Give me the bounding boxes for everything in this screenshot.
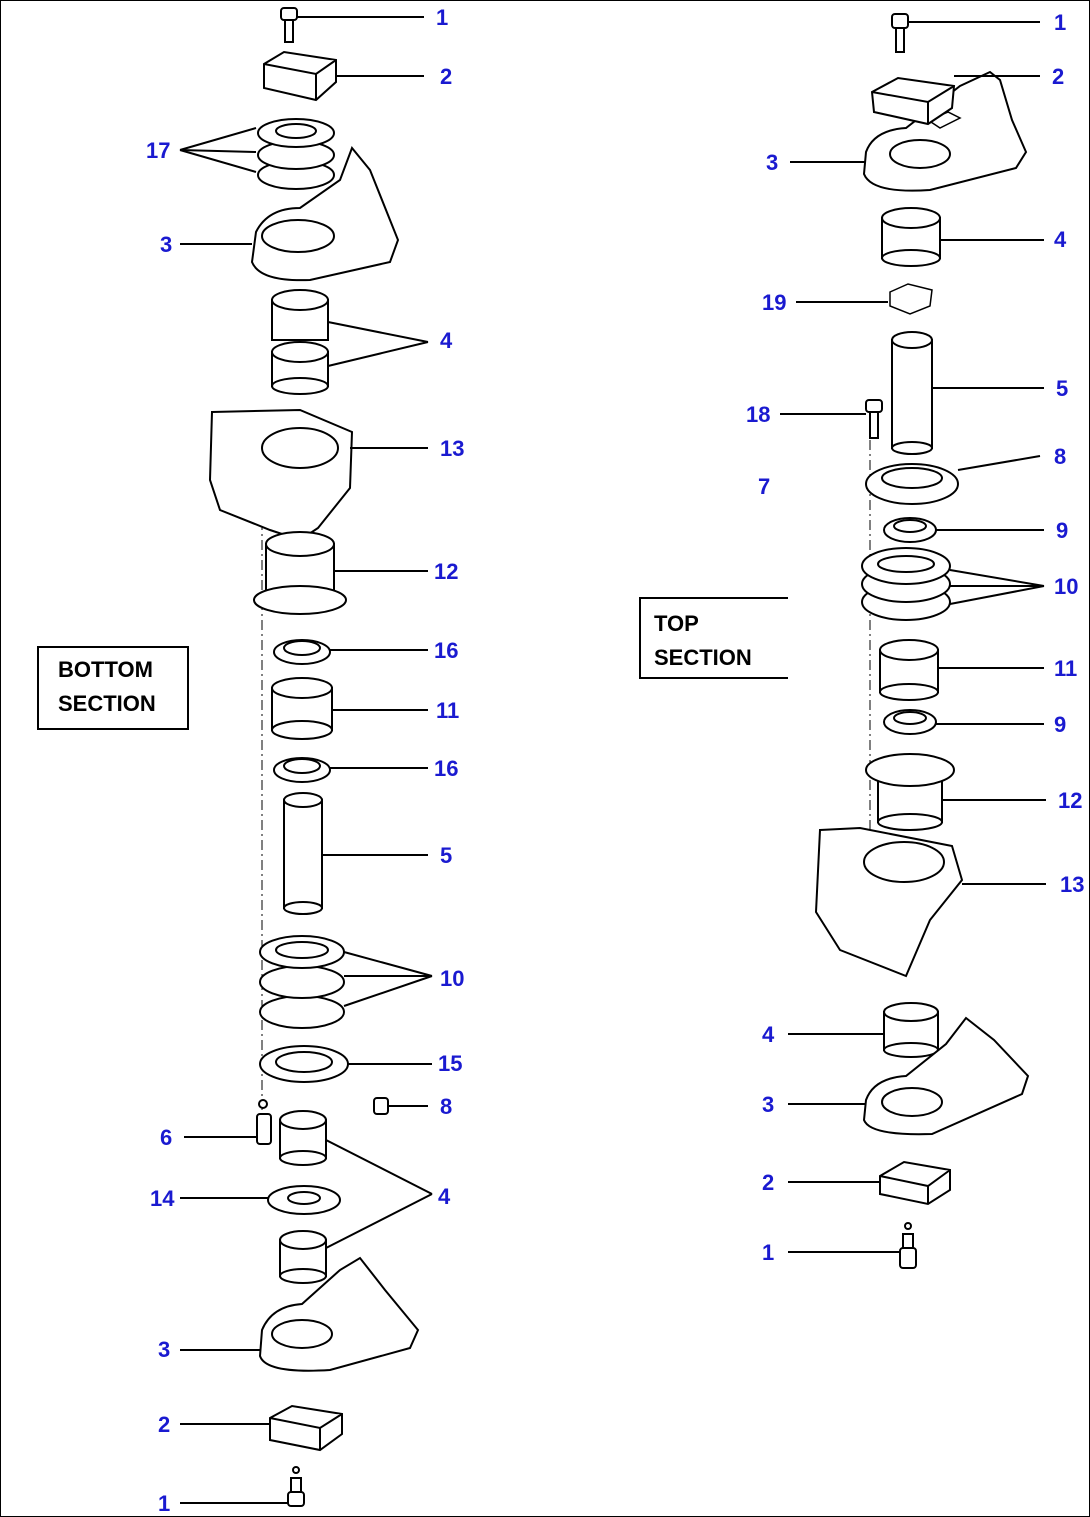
callout-right-4: 4	[1054, 227, 1067, 252]
right-pin	[891, 331, 933, 455]
callout-left-9: 11	[436, 698, 459, 723]
bottom-section-line-2: SECTION	[58, 691, 156, 716]
left-callouts: 1 2 17 3 4 13 12 16 11 16 5 10 15 8 6 14…	[146, 5, 464, 1516]
callout-left-15: 6	[160, 1125, 172, 1150]
left-flanged-bushing	[253, 531, 347, 615]
right-side-bolt	[865, 399, 883, 439]
callout-right-16: 4	[762, 1022, 775, 1047]
left-housing	[208, 408, 354, 542]
callout-right-10: 9	[1056, 518, 1068, 543]
left-bottom-plate	[269, 1404, 343, 1452]
left-lower-shims	[259, 935, 345, 1029]
right-shims	[861, 547, 951, 621]
right-callouts: 1 2 3 4 19 5 18 8 7 9 10 11 9 12 13 4 3 …	[746, 10, 1084, 1265]
left-top-bolt	[280, 7, 298, 43]
callout-right-13: 9	[1054, 712, 1066, 737]
left-retainer	[259, 1045, 349, 1083]
callout-right-19: 1	[762, 1240, 774, 1265]
right-top-bolt	[891, 13, 909, 53]
left-seal-upper	[273, 639, 331, 665]
right-upper-bushing	[881, 207, 941, 267]
callout-right-15: 13	[1060, 872, 1084, 897]
left-washer	[267, 1185, 341, 1215]
top-section-line-2: SECTION	[654, 645, 752, 670]
callout-left-19: 2	[158, 1412, 170, 1437]
callout-left-5: 4	[440, 328, 453, 353]
bottom-section-label: BOTTOM SECTION	[37, 646, 189, 730]
left-upper-bushings	[271, 289, 329, 395]
callout-right-7: 18	[746, 402, 770, 427]
right-bottom-arm	[862, 1016, 1030, 1136]
callout-left-7: 12	[434, 559, 458, 584]
callout-right-9: 7	[758, 474, 770, 499]
callout-left-16: 14	[150, 1186, 175, 1211]
left-leaders	[179, 16, 433, 1504]
right-seal-upper	[883, 517, 937, 543]
callout-right-3: 3	[766, 150, 778, 175]
right-top-plate	[870, 76, 956, 126]
left-shims	[257, 118, 335, 190]
left-top-arm	[250, 146, 400, 282]
callout-right-12: 11	[1054, 656, 1077, 681]
callout-left-10: 16	[434, 756, 458, 781]
left-bearing	[271, 677, 333, 740]
left-top-plate	[263, 50, 337, 102]
left-small-bolt	[256, 1099, 272, 1145]
right-top-arm	[862, 70, 1028, 192]
callout-right-5: 19	[762, 290, 786, 315]
right-bottom-bolt	[899, 1222, 917, 1269]
left-middle-bushing	[279, 1110, 327, 1166]
callout-left-4: 3	[160, 232, 172, 257]
left-seal-lower	[273, 757, 331, 783]
left-grease-fitting	[373, 1097, 389, 1115]
callout-right-14: 12	[1058, 788, 1082, 813]
right-retainer	[865, 463, 959, 505]
left-pin	[283, 792, 323, 915]
right-flanged-bushing	[865, 753, 955, 831]
left-bottom-bolt	[287, 1466, 305, 1507]
callout-right-18: 2	[762, 1170, 774, 1195]
callout-left-17: 4	[438, 1184, 451, 1209]
left-lower-bushing	[279, 1230, 327, 1284]
callout-right-1: 1	[1054, 10, 1066, 35]
callout-right-2: 2	[1052, 64, 1064, 89]
callout-left-18: 3	[158, 1337, 170, 1362]
callout-right-8: 8	[1054, 444, 1066, 469]
callout-left-14: 8	[440, 1094, 452, 1119]
callout-left-6: 13	[440, 436, 464, 461]
right-housing	[814, 826, 964, 978]
right-small-plate	[889, 283, 933, 315]
callout-right-11: 10	[1054, 574, 1078, 599]
callout-left-2: 2	[440, 64, 452, 89]
callout-left-20: 1	[158, 1491, 170, 1516]
right-leaders	[780, 21, 1046, 1253]
callout-left-13: 15	[438, 1051, 462, 1076]
callout-left-12: 10	[440, 966, 464, 991]
left-bottom-arm	[258, 1256, 420, 1372]
bottom-section-line-1: BOTTOM	[58, 657, 153, 682]
top-section-label: TOP SECTION	[639, 597, 788, 679]
callout-left-8: 16	[434, 638, 458, 663]
right-bearing	[879, 639, 939, 701]
right-bottom-plate	[879, 1160, 951, 1206]
callout-left-11: 5	[440, 843, 452, 868]
callout-left-1: 1	[436, 5, 448, 30]
callout-right-6: 5	[1056, 376, 1068, 401]
callout-left-3: 17	[146, 138, 170, 163]
callout-right-17: 3	[762, 1092, 774, 1117]
right-seal-lower	[883, 709, 937, 735]
top-section-line-1: TOP	[654, 611, 699, 636]
right-lower-bushing	[883, 1002, 939, 1058]
